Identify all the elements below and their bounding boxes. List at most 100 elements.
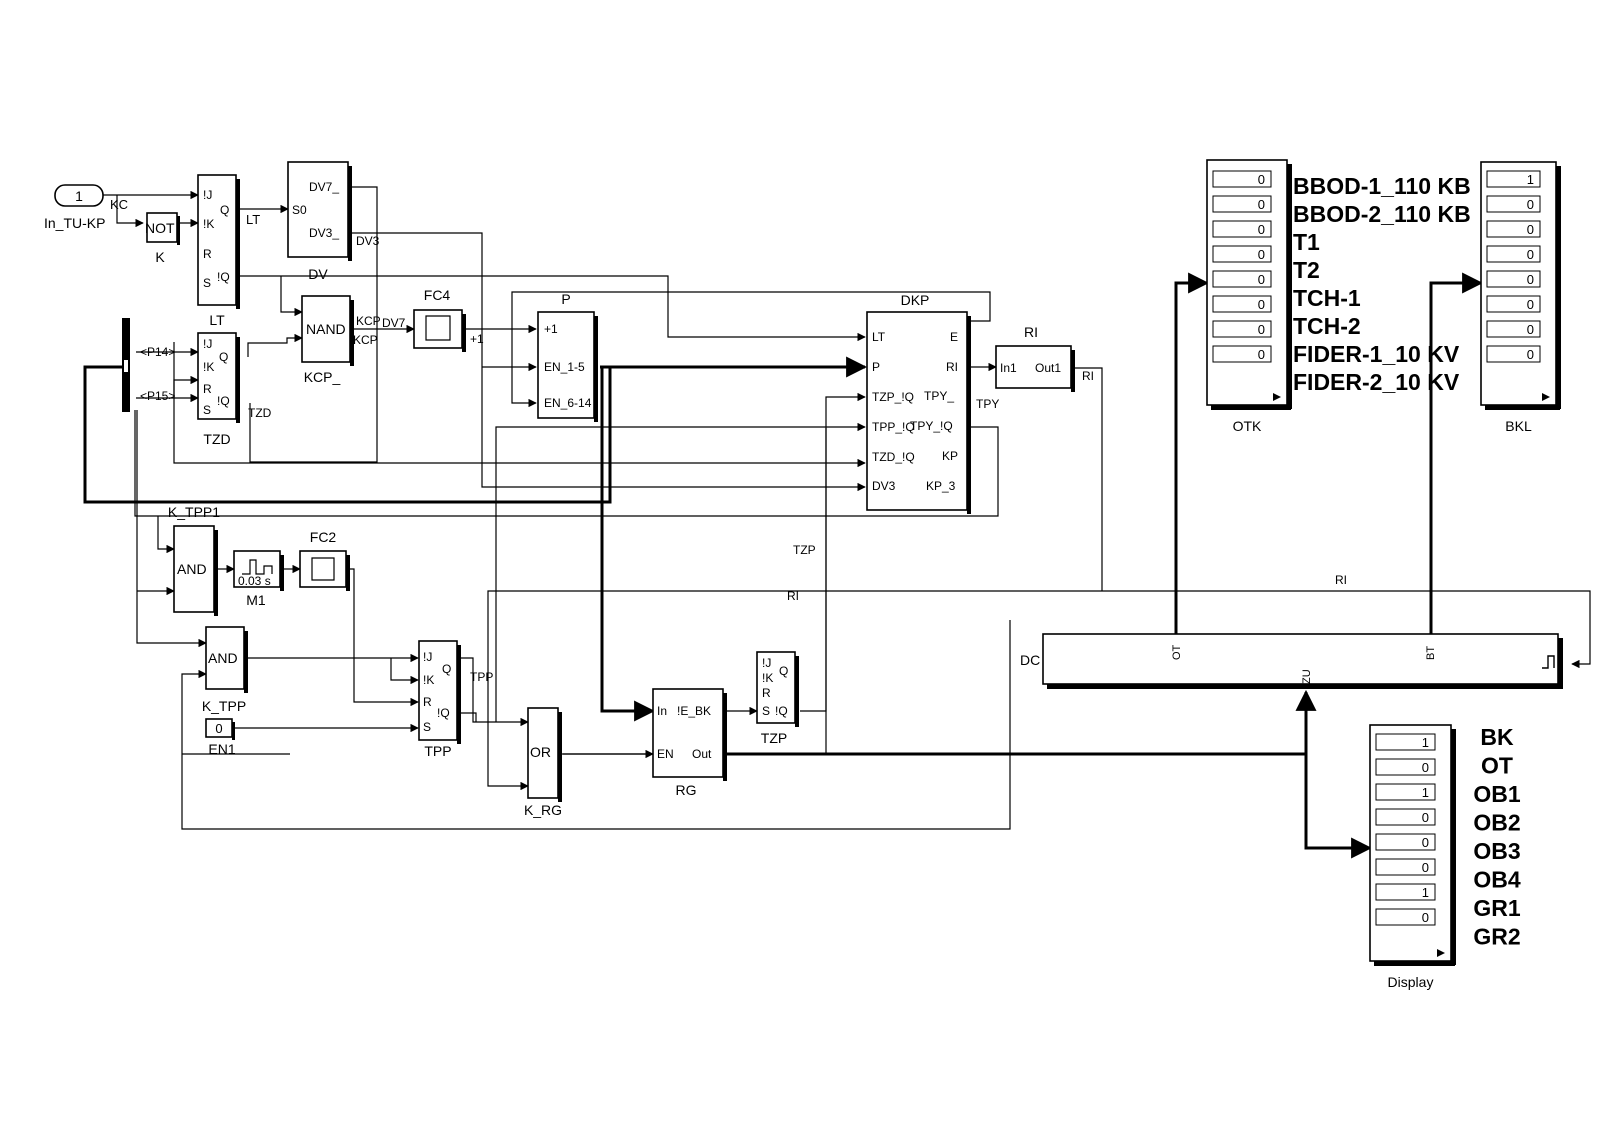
display-value-cell [1212,345,1272,363]
display-row-label: BBOD-2_110 KB [1293,201,1471,227]
display-value-cell [1375,833,1436,851]
port-label: !Q [775,704,788,718]
display-row-label: TCH-2 [1293,313,1361,339]
display-value: 1 [1422,785,1429,800]
en1-value: 0 [215,721,222,736]
display-value: 0 [1422,760,1429,775]
inport-block[interactable]: 1 In_TU-KP [44,184,105,231]
and-ktpp-block[interactable]: AND K_TPP [202,626,248,714]
ri-block[interactable]: In1 Out1 RI [995,324,1075,392]
display-value-cell [1212,295,1272,313]
display-value-cell [1486,270,1541,288]
display-row-label: FIDER-1_10 KV [1293,341,1460,367]
fc2-block[interactable]: FC2 [299,529,350,591]
fc2-label: FC2 [310,529,337,545]
tzp-flipflop[interactable]: !J !K R S Q !Q TZP [756,651,799,746]
m1-text: 0.03 s [238,574,271,588]
nand-block[interactable]: NAND KCP_ [301,295,354,385]
port-label: !J [423,650,432,664]
dkp-label: DKP [901,292,930,308]
m1-label: M1 [246,592,266,608]
bus-wires [83,272,1484,859]
signal-tzd: TZD [248,406,272,420]
port-label: R [423,695,432,709]
display-value: 0 [1527,247,1534,262]
rg-block[interactable]: In !E_BK EN Out RG [652,688,727,798]
port-label: KP [942,449,958,463]
p-label: P [561,291,570,307]
port-label: TPY_!Q [910,419,953,433]
display-value: 0 [1258,247,1265,262]
display-value-cell [1212,220,1272,238]
disp-otk-label: OTK [1233,418,1262,434]
dkp-block[interactable]: LT P TZP_!Q TPP_!Q TZD_!Q DV3 E RI TPY_ … [866,292,971,514]
dc-block[interactable]: OT BT ZU DC [1020,633,1563,689]
display-value-cell [1375,908,1436,926]
port-label: KP_3 [926,479,956,493]
port-label: TZP_!Q [872,390,914,404]
fc4-block[interactable]: FC4 [413,287,466,352]
port-label: +1 [544,322,558,336]
display-value: 0 [1258,172,1265,187]
port-label: RI [946,360,958,374]
signal-lt: LT [246,212,260,227]
ri-label: RI [1024,324,1038,340]
demux-bar[interactable]: <P14> <P15> [122,318,175,412]
display-row-label: OB3 [1473,838,1520,864]
signal-ri-1: RI [1082,369,1094,383]
display-value-cell [1486,170,1541,188]
lt-label: LT [209,312,225,328]
not-block[interactable]: NOT K [145,212,180,265]
port-label: TZD_!Q [872,450,915,464]
not-text: NOT [145,220,175,236]
display-value-cell [1486,220,1541,238]
lt-flipflop[interactable]: !J !K R S Q !Q LT [197,174,240,328]
fc4-label: FC4 [424,287,451,303]
display-row-label: OT [1481,753,1513,779]
port-label: DV3_ [309,226,339,240]
display-value-cell [1212,245,1272,263]
display-row-label: OB4 [1473,867,1521,893]
signal-kcp-1: KCP [356,314,381,328]
dv-block[interactable]: S0 DV7_ DV3_ DV [287,161,352,282]
and-ktpp1-block[interactable]: AND K_TPP1 [168,504,220,616]
and1-label: K_TPP1 [168,504,220,520]
port-label: S [203,403,211,417]
display-value: 0 [1258,322,1265,337]
port-label: S [423,720,431,734]
display-value-cell [1486,345,1541,363]
and-text: AND [208,650,238,666]
display-value-cell [1212,320,1272,338]
port-label: In1 [1000,361,1017,375]
display-value: 0 [1527,197,1534,212]
p-block[interactable]: +1 EN_1-5 EN_6-14 P [537,291,598,422]
display-value: 0 [1422,910,1429,925]
nand-label: KCP_ [304,369,341,385]
inport-label: In_TU-KP [44,215,105,231]
tpp-flipflop[interactable]: !J !K R S Q !Q TPP [418,640,461,759]
m1-block[interactable]: 0.03 s M1 [233,550,284,608]
port-label: !K [203,360,214,374]
port-label: ZU [1301,669,1313,684]
port-label: E [950,330,958,344]
display-row-label: OB2 [1473,810,1520,836]
display-value-cell [1375,858,1436,876]
dv-label: DV [308,266,328,282]
or-block[interactable]: OR K_RG [524,707,562,818]
port-label: DV7_ [309,180,339,194]
or-label: K_RG [524,802,562,818]
signal-tpp: TPP [470,670,493,684]
signal-wires [103,186,1591,830]
disp-bkl-label: BKL [1505,418,1532,434]
tzd-flipflop[interactable]: !J !K R S Q !Q TZD [197,332,240,447]
display-value: 0 [1258,347,1265,362]
display-value: 0 [1258,272,1265,287]
port-label: Q [779,664,788,678]
port-label: !Q [217,270,230,284]
display-value: 0 [1422,835,1429,850]
port-label: !K [203,217,214,231]
display-value-cell [1375,733,1436,751]
en1-constant[interactable]: 0 EN1 [205,718,236,757]
